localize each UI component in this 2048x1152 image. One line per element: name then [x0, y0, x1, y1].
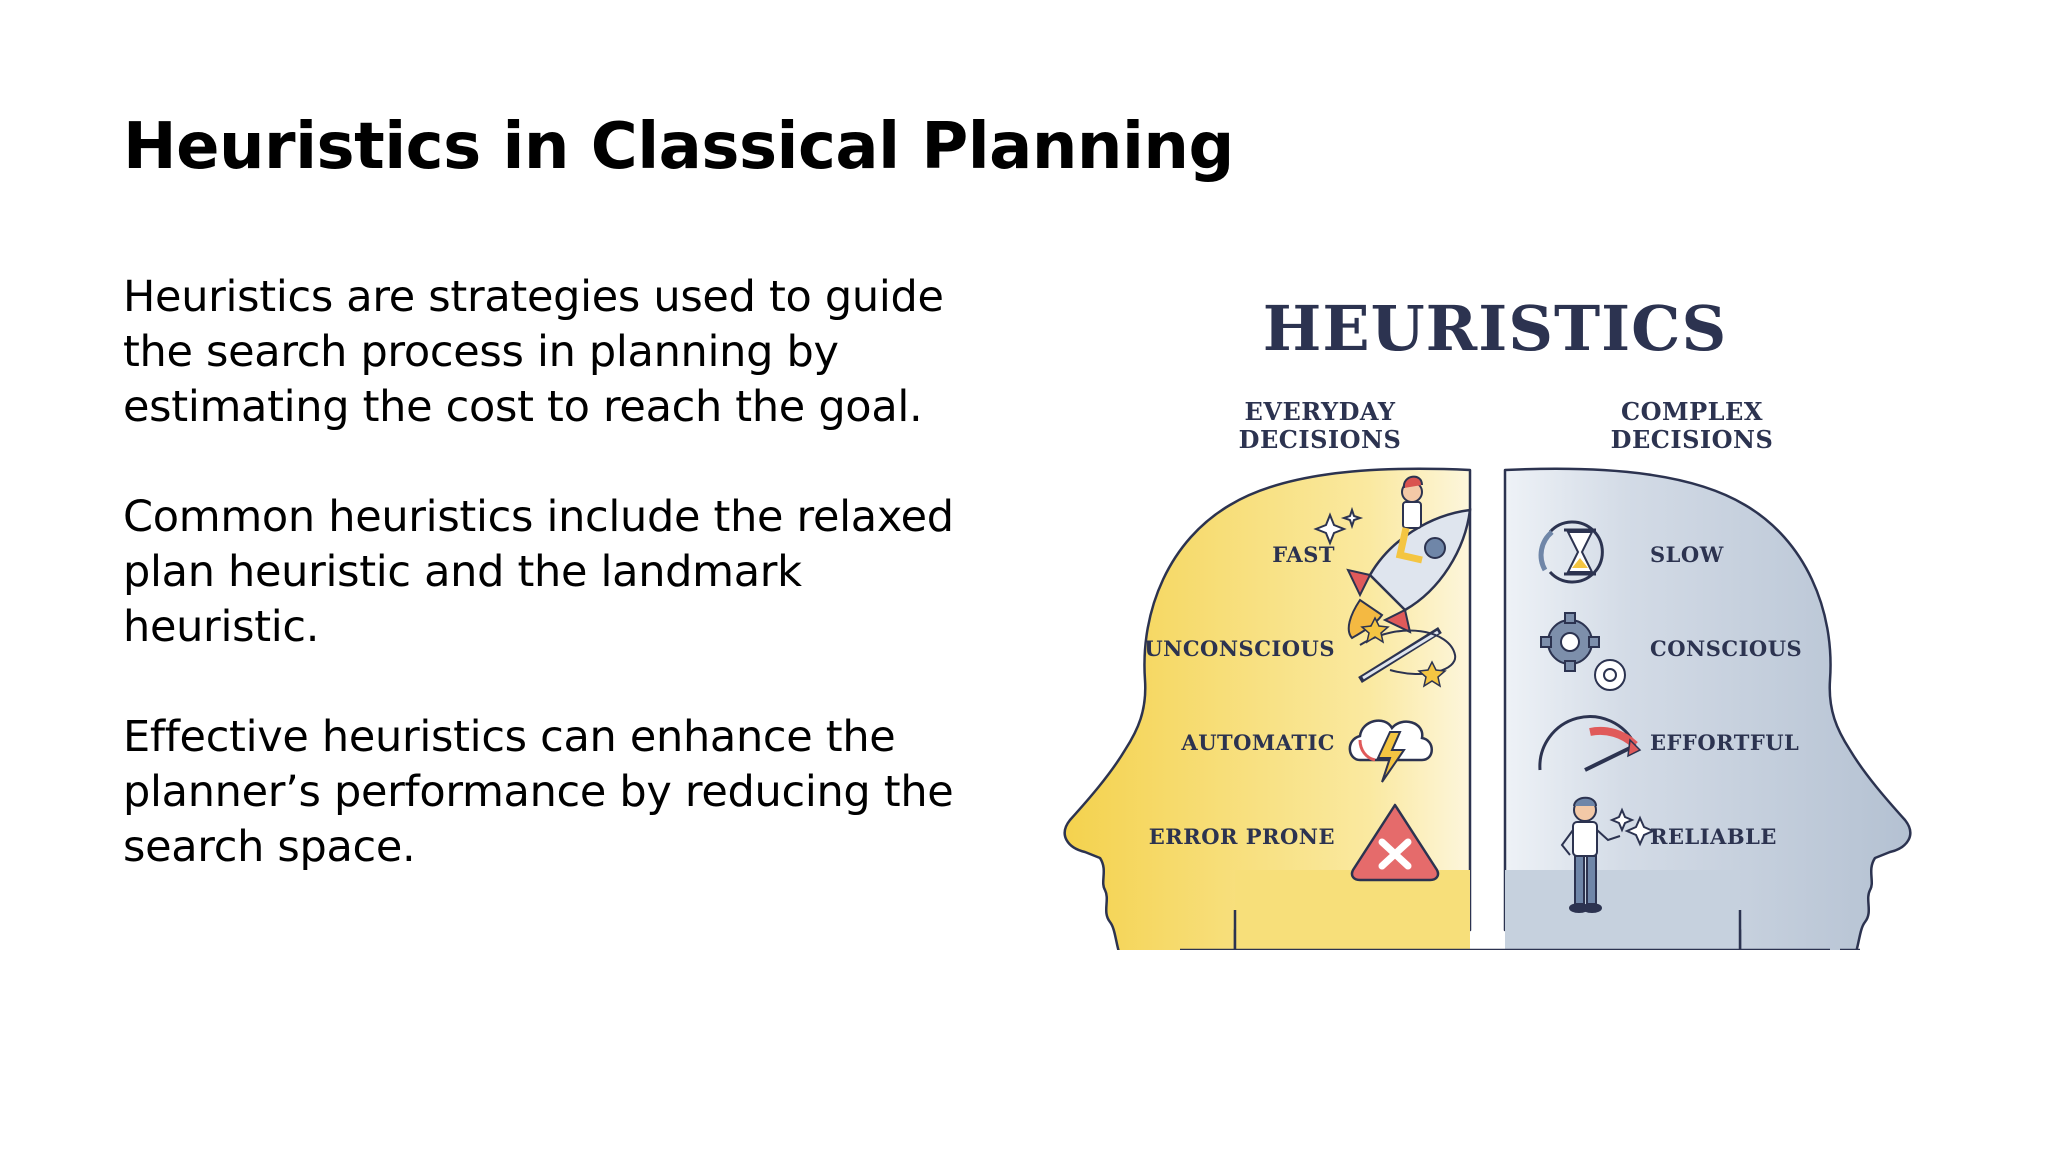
- gears-icon: [1540, 612, 1626, 691]
- paragraph-1: Heuristics are strategies used to guide …: [123, 272, 944, 432]
- sparkle-icon: [1609, 807, 1656, 847]
- label-fast: FAST: [1272, 542, 1335, 567]
- right-heading-line-1: COMPLEX: [1621, 397, 1763, 426]
- left-heading-line-2: DECISIONS: [1239, 425, 1402, 454]
- label-error-prone: ERROR PRONE: [1149, 824, 1335, 849]
- illustration-title: HEURISTICS: [1263, 292, 1727, 365]
- slide-title: Heuristics in Classical Planning: [123, 110, 1234, 184]
- right-heading-line-2: DECISIONS: [1611, 425, 1774, 454]
- left-neck: [1235, 870, 1470, 950]
- right-neck: [1505, 870, 1740, 950]
- warning-x-icon: [1350, 803, 1440, 882]
- gauge-icon: [1538, 715, 1642, 772]
- label-unconscious: UNCONSCIOUS: [1144, 636, 1335, 661]
- heuristics-illustration: HEURISTICS EVERYDAY DECISIONS COMPLEX DE…: [1030, 270, 1980, 950]
- label-reliable: RELIABLE: [1650, 824, 1777, 849]
- label-effortful: EFFORTFUL: [1650, 730, 1799, 755]
- hourglass-icon: [1538, 520, 1604, 584]
- right-head-silhouette: [1503, 467, 1912, 950]
- body-text: Heuristics are strategies used to guide …: [123, 270, 983, 930]
- label-automatic: AUTOMATIC: [1180, 730, 1335, 755]
- paragraph-2: Common heuristics include the relaxed pl…: [123, 492, 954, 652]
- label-conscious: CONSCIOUS: [1650, 636, 1802, 661]
- left-heading-line-1: EVERYDAY: [1245, 397, 1396, 426]
- paragraph-3: Effective heuristics can enhance the pla…: [123, 712, 954, 872]
- lightning-cloud-icon: [1348, 719, 1433, 783]
- sparkle-icon: [1313, 506, 1364, 546]
- standing-person-icon: [1560, 796, 1621, 913]
- left-head-silhouette: [1063, 467, 1472, 950]
- person-icon: [1395, 475, 1423, 564]
- magic-wand-icon: [1358, 616, 1457, 688]
- label-slow: SLOW: [1650, 542, 1724, 567]
